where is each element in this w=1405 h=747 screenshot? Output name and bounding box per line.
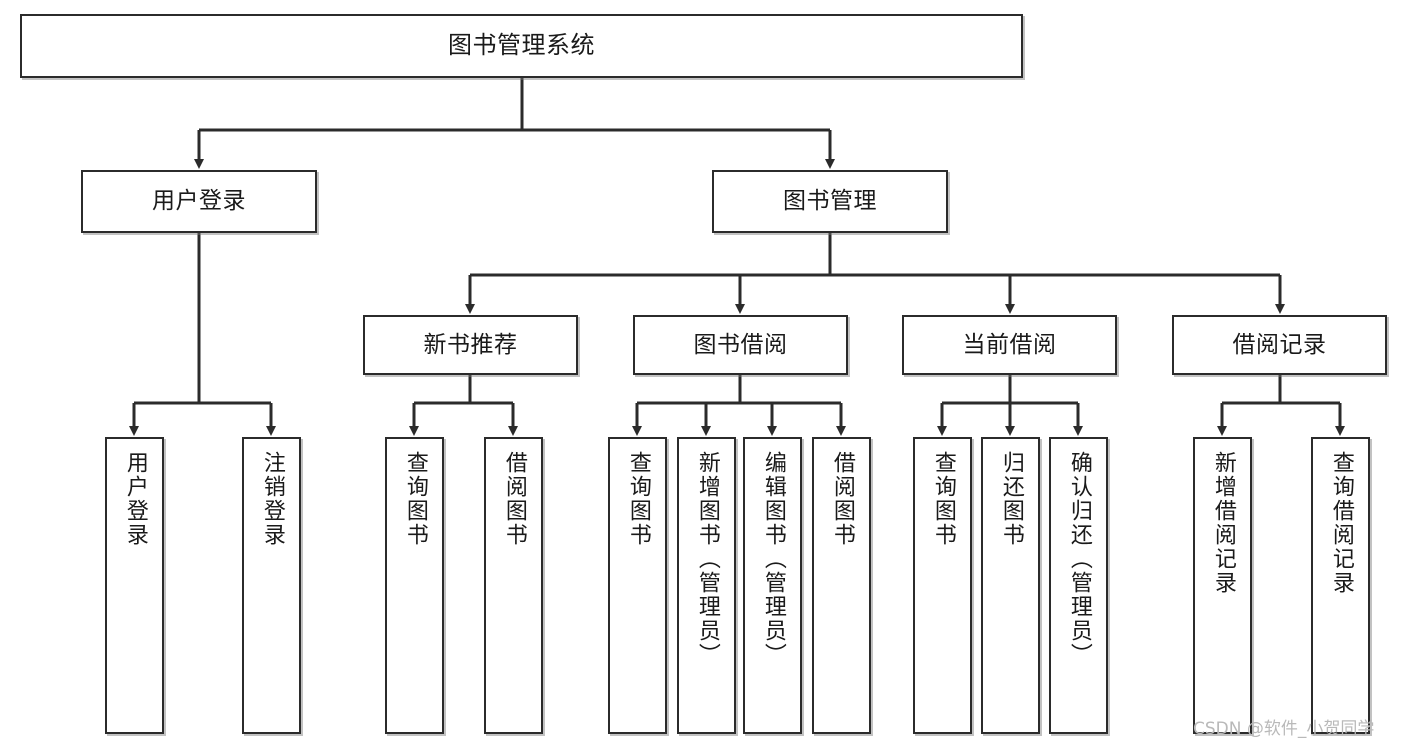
leaf-new-book-query-label: 查询图书 xyxy=(402,451,428,547)
leaf-current-borrow-confirm[interactable]: 确认归还（管理员） xyxy=(1049,437,1108,734)
leaf-current-borrow-return[interactable]: 归还图书 xyxy=(981,437,1040,734)
leaf-book-borrow-add-label: 新增图书（管理员） xyxy=(694,451,720,667)
csdn-watermark: CSDN @软件_小贺同学 xyxy=(1193,719,1375,739)
leaf-book-borrow-query-label: 查询图书 xyxy=(625,451,651,547)
node-book-management-label: 图书管理 xyxy=(783,188,877,215)
node-borrow-record-label: 借阅记录 xyxy=(1232,331,1327,358)
node-root[interactable]: 图书管理系统 xyxy=(20,14,1023,78)
leaf-book-borrow-add[interactable]: 新增图书（管理员） xyxy=(677,437,736,734)
leaf-user-login-logout-label: 注销登录 xyxy=(259,451,285,547)
node-current-borrow-label: 当前借阅 xyxy=(962,331,1057,358)
node-book-borrow-label: 图书借阅 xyxy=(693,331,788,358)
leaf-current-borrow-confirm-label: 确认归还（管理员） xyxy=(1066,451,1092,667)
leaf-user-login-logout[interactable]: 注销登录 xyxy=(242,437,301,734)
node-borrow-record[interactable]: 借阅记录 xyxy=(1172,315,1387,375)
node-root-label: 图书管理系统 xyxy=(448,31,595,60)
leaf-user-login-login[interactable]: 用户登录 xyxy=(105,437,164,734)
leaf-new-book-borrow-label: 借阅图书 xyxy=(501,451,527,547)
leaf-current-borrow-return-label: 归还图书 xyxy=(998,451,1024,547)
node-user-login[interactable]: 用户登录 xyxy=(81,170,317,233)
leaf-current-borrow-query[interactable]: 查询图书 xyxy=(913,437,972,734)
leaf-borrow-record-add[interactable]: 新增借阅记录 xyxy=(1193,437,1252,734)
leaf-book-borrow-borrow[interactable]: 借阅图书 xyxy=(812,437,871,734)
node-new-book-recommend-label: 新书推荐 xyxy=(423,331,518,358)
leaf-current-borrow-query-label: 查询图书 xyxy=(930,451,956,547)
leaf-book-borrow-edit-label: 编辑图书（管理员） xyxy=(760,451,786,667)
leaf-book-borrow-edit[interactable]: 编辑图书（管理员） xyxy=(743,437,802,734)
leaf-borrow-record-query-label: 查询借阅记录 xyxy=(1328,451,1354,595)
leaf-borrow-record-add-label: 新增借阅记录 xyxy=(1210,451,1236,595)
leaf-book-borrow-borrow-label: 借阅图书 xyxy=(829,451,855,547)
leaf-borrow-record-query[interactable]: 查询借阅记录 xyxy=(1311,437,1370,734)
node-new-book-recommend[interactable]: 新书推荐 xyxy=(363,315,578,375)
node-book-borrow[interactable]: 图书借阅 xyxy=(633,315,848,375)
node-book-management[interactable]: 图书管理 xyxy=(712,170,948,233)
leaf-new-book-borrow[interactable]: 借阅图书 xyxy=(484,437,543,734)
leaf-user-login-login-label: 用户登录 xyxy=(122,451,148,547)
node-user-login-label: 用户登录 xyxy=(152,188,246,215)
leaf-book-borrow-query[interactable]: 查询图书 xyxy=(608,437,667,734)
leaf-new-book-query[interactable]: 查询图书 xyxy=(385,437,444,734)
node-current-borrow[interactable]: 当前借阅 xyxy=(902,315,1117,375)
